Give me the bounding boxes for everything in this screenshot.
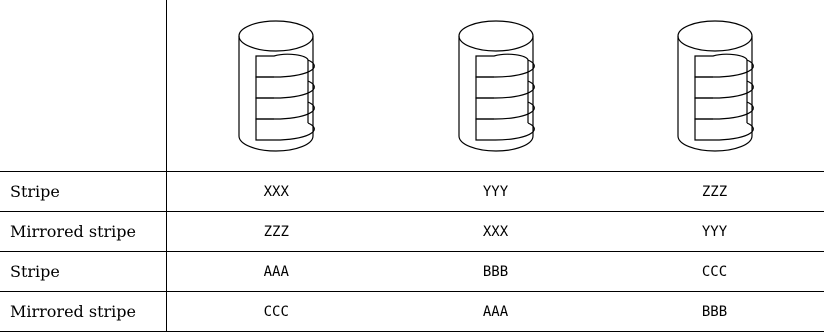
stripe-value: CCC — [605, 251, 824, 292]
stripe-value: YYY — [386, 171, 605, 212]
table-row: Stripe AAA BBB CCC — [0, 251, 824, 292]
stripe-value: BBB — [386, 251, 605, 292]
disk-cell-1 — [166, 0, 386, 172]
stripe-value: AAA — [386, 291, 605, 332]
table-row: Stripe XXX YYY ZZZ — [0, 171, 824, 212]
table-row: Mirrored stripe CCC AAA BBB — [0, 291, 824, 332]
disk-cell-2 — [386, 0, 605, 172]
disk-icon — [238, 20, 316, 152]
stripe-value: YYY — [605, 211, 824, 252]
stripe-value: XXX — [386, 211, 605, 252]
empty-corner-cell — [0, 0, 167, 172]
disk-icon — [676, 20, 754, 152]
row-label: Stripe — [0, 251, 167, 292]
row-label: Stripe — [0, 171, 167, 212]
stripe-value: ZZZ — [605, 171, 824, 212]
table-row: Mirrored stripe ZZZ XXX YYY — [0, 211, 824, 252]
stripe-value: XXX — [166, 171, 386, 212]
row-label: Mirrored stripe — [0, 211, 167, 252]
stripe-value: ZZZ — [166, 211, 386, 252]
stripe-value: AAA — [166, 251, 386, 292]
stripe-value: BBB — [605, 291, 824, 332]
disk-cell-3 — [605, 0, 824, 172]
row-label: Mirrored stripe — [0, 291, 167, 332]
disk-icon — [457, 20, 535, 152]
disk-header-row — [0, 0, 824, 172]
stripe-value: CCC — [166, 291, 386, 332]
